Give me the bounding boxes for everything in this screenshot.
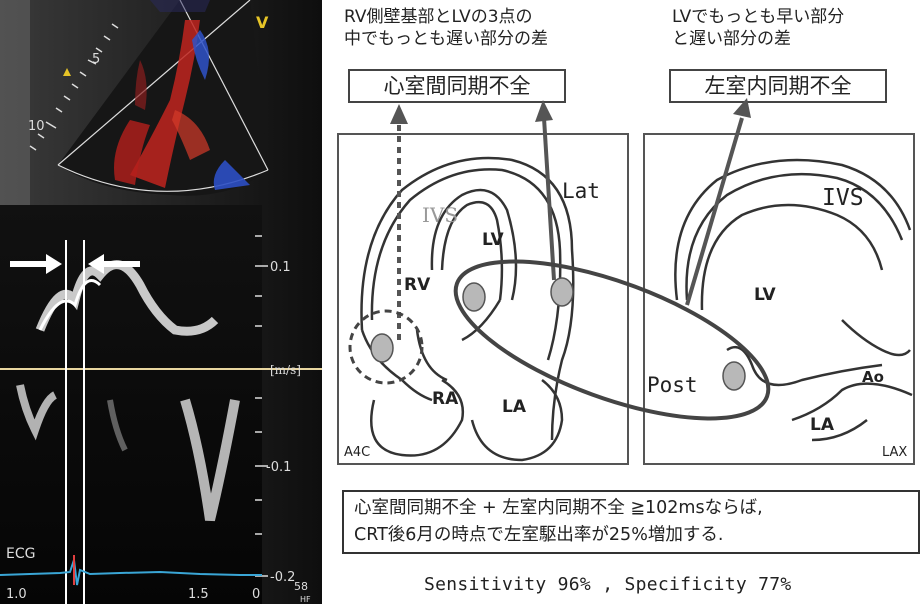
lax-lv-label: LV [754,285,776,305]
cut-text-2: HF [300,595,311,604]
crt-criteria-box: 心室間同期不全 + 左室内同期不全 ≧102msならば, CRT後6月の時点で左… [342,490,920,554]
a4c-lat-label: Lat [562,179,600,203]
lax-view-label: LAX [882,445,907,460]
time-tick-3: 0 [252,587,260,602]
septal-sample-point [463,283,485,311]
lax-ivs-label: IVS [822,185,864,211]
lax-frame [644,134,914,464]
a4c-ra-label: RA [432,389,459,409]
lax-la-label: LA [810,415,835,435]
a4c-view-label: A4C [344,445,370,460]
a4c-ivs-label: IVS [422,203,458,227]
posterior-sample-point [723,362,745,390]
depth-mark-10: 10 [28,119,45,134]
time-tick-1: 1.0 [6,587,27,602]
velocity-tick-neg: -0.1 [266,460,291,475]
a4c-rv-label: RV [404,275,431,295]
lax-post-label: Post [647,373,698,397]
rv-sample-point [371,334,393,362]
lateral-sample-point [551,278,573,306]
a4c-la-label: LA [502,397,527,417]
echo-doppler-panel: 5 10 V 0.1 [m/s] -0.1 -0.2 ECG [0,0,322,604]
cut-text-1: 58 [294,580,308,593]
lax-ao-label: Ao [862,368,884,386]
time-tick-2: 1.5 [188,587,209,602]
velocity-unit: [m/s] [270,363,301,377]
ecg-label: ECG [6,546,35,562]
criteria-line2: CRT後6月の時点で左室駆出率が25%増加する. [354,522,908,549]
a4c-lv-label: LV [482,230,504,250]
criteria-line1: 心室間同期不全 + 左室内同期不全 ≧102msならば, [354,495,908,522]
velocity-tick-pos: 0.1 [270,260,291,275]
velocity-tick-neg2: -0.2 [270,570,295,585]
depth-mark-5: 5 [92,52,100,67]
sector-label: V [256,13,269,32]
sensitivity-specificity: Sensitivity 96% , Specificity 77% [424,574,792,595]
